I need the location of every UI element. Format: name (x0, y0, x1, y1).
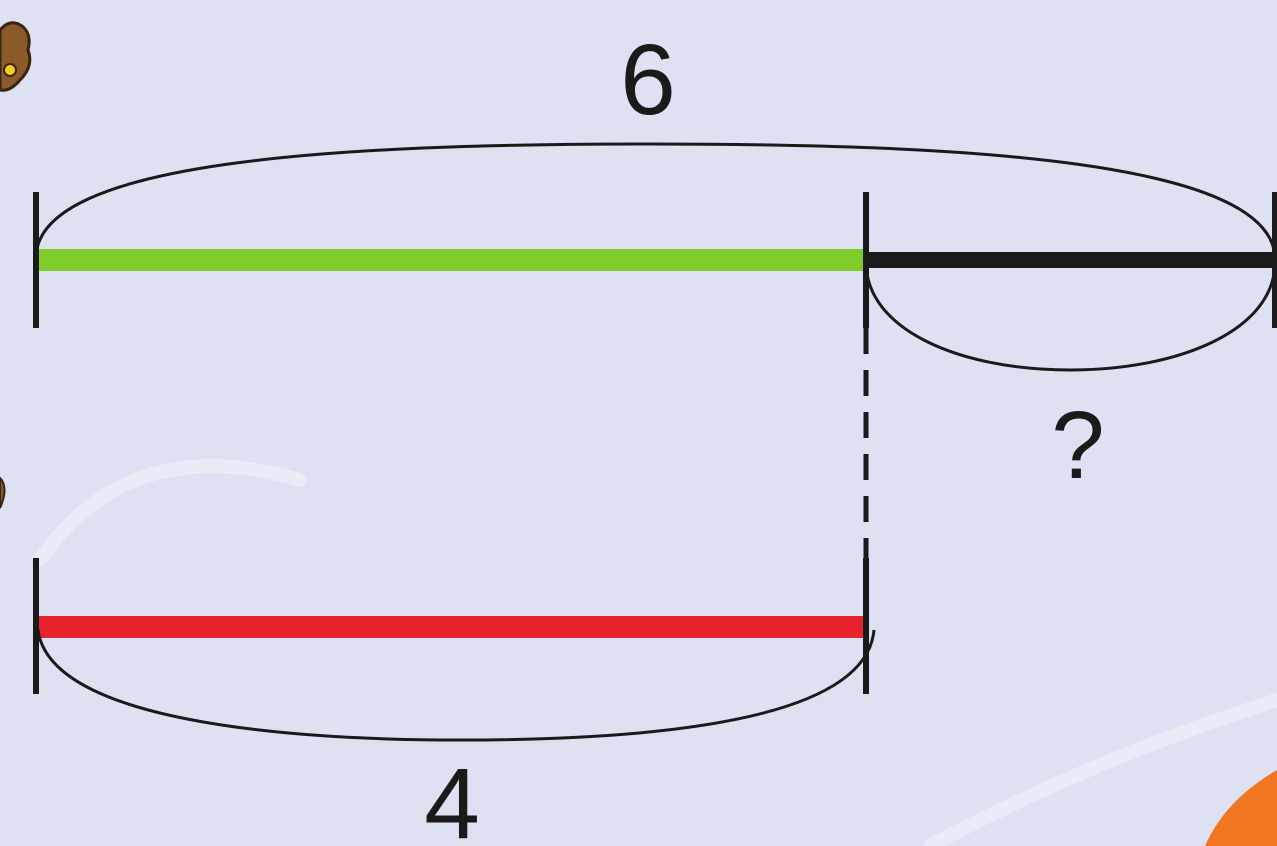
bottom-ticks (33, 558, 869, 694)
part-brace (36, 629, 876, 742)
watermark (33, 459, 1277, 846)
unknown-label: ? (1051, 392, 1104, 499)
top-ticks (33, 192, 1277, 328)
decorative-character-icon (0, 21, 32, 509)
total-label: 6 (620, 24, 676, 136)
unknown-brace (864, 261, 1277, 372)
part-label: 4 (424, 748, 480, 846)
orange-corner-shape (1205, 770, 1277, 846)
total-brace (34, 142, 1277, 259)
